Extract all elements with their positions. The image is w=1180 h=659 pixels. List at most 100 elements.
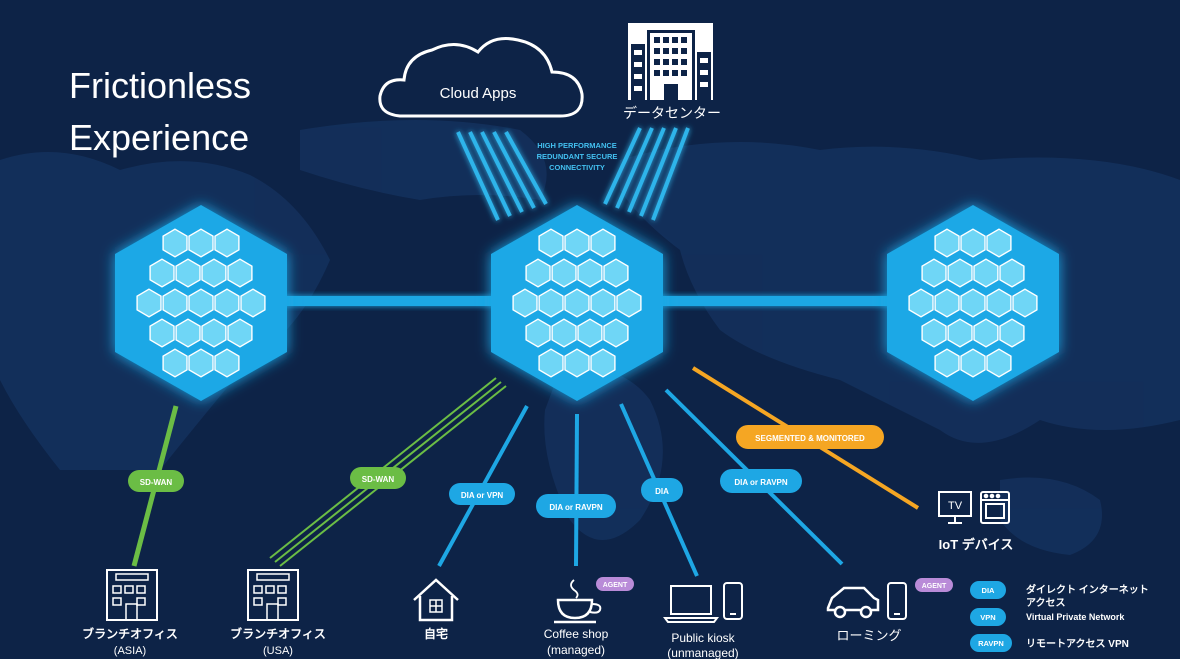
coffee-shop-label: Coffee shop xyxy=(544,627,609,641)
pill-segmented-label: SEGMENTED & MONITORED xyxy=(755,434,865,443)
agent-badge-coffee: AGENT xyxy=(596,577,634,591)
branch-asia-building-icon xyxy=(106,569,158,621)
legend-badge-ravpn: RAVPN xyxy=(978,639,1004,648)
legend-text-vpn: Virtual Private Network xyxy=(1026,612,1125,622)
hex-cell xyxy=(960,348,986,378)
hex-cell xyxy=(934,228,960,258)
hex-cell xyxy=(214,288,240,318)
pill-dia-ravpn-coffee-label: DIA or RAVPN xyxy=(549,503,603,512)
hex-cell xyxy=(973,258,999,288)
iot-label: IoT デバイス xyxy=(939,537,1014,552)
hex-cell xyxy=(175,258,201,288)
hex-cell xyxy=(934,348,960,378)
hex-cell xyxy=(512,288,538,318)
hexagon-node-center xyxy=(491,205,663,401)
hex-cell xyxy=(947,318,973,348)
hex-cells xyxy=(908,228,1038,378)
hex-cell xyxy=(188,228,214,258)
pill-dia-kiosk-label: DIA xyxy=(655,487,669,496)
legend: DIA ダイレクト インターネット アクセス VPN Virtual Priva… xyxy=(970,581,1149,652)
pill-segmented-monitored: SEGMENTED & MONITORED xyxy=(736,425,884,449)
smartphone-icon xyxy=(723,582,743,620)
hex-cell xyxy=(921,258,947,288)
title-line-2: Experience xyxy=(69,117,249,158)
hex-cells xyxy=(512,228,642,378)
hex-cell xyxy=(960,228,986,258)
cloud-apps-icon xyxy=(378,37,584,118)
pill-dia-kiosk: DIA xyxy=(641,478,683,502)
hex-cell xyxy=(188,288,214,318)
legend-text-dia-1: ダイレクト インターネット xyxy=(1026,583,1149,596)
home-icon xyxy=(413,578,459,622)
laptop-icon xyxy=(663,585,719,623)
hex-cell xyxy=(175,318,201,348)
hex-cell xyxy=(947,258,973,288)
public-kiosk-sublabel: (unmanaged) xyxy=(667,646,738,659)
branch-usa-label: ブランチオフィス xyxy=(230,626,326,641)
branch-asia-sublabel: (ASIA) xyxy=(114,645,146,657)
branch-asia-label: ブランチオフィス xyxy=(82,626,178,641)
hex-cell xyxy=(564,228,590,258)
hex-cell xyxy=(240,288,266,318)
legend-badge-vpn: VPN xyxy=(980,613,995,622)
backbone-links xyxy=(280,296,895,306)
legend-text-ravpn: リモートアクセス VPN xyxy=(1026,638,1129,650)
hex-cell xyxy=(960,288,986,318)
hex-cell xyxy=(214,348,240,378)
pill-sdwan-usa: SD-WAN xyxy=(350,467,406,489)
hex-cell xyxy=(986,348,1012,378)
hex-cell xyxy=(538,348,564,378)
hex-cells xyxy=(136,228,266,378)
public-kiosk-label: Public kiosk xyxy=(671,631,735,645)
hex-cell xyxy=(603,318,629,348)
connectivity-label-2: REDUNDANT SECURE xyxy=(537,152,618,161)
pill-dia-vpn-home: DIA or VPN xyxy=(449,483,515,505)
hexagon-node-right xyxy=(887,205,1059,401)
hex-cell xyxy=(538,288,564,318)
hex-cell xyxy=(564,348,590,378)
agent-badge-coffee-label: AGENT xyxy=(603,582,628,589)
hex-cell xyxy=(603,258,629,288)
hex-cell xyxy=(538,228,564,258)
hex-cell xyxy=(999,258,1025,288)
hex-cell xyxy=(525,258,551,288)
hex-cell xyxy=(999,318,1025,348)
hex-cell xyxy=(136,288,162,318)
hex-cell xyxy=(577,318,603,348)
hex-cell xyxy=(908,288,934,318)
hex-cell xyxy=(201,318,227,348)
hex-cell xyxy=(201,258,227,288)
branch-usa-sublabel: (USA) xyxy=(263,645,293,657)
coffee-cup-icon xyxy=(554,579,602,624)
hex-cell xyxy=(551,318,577,348)
pill-dia-ravpn-coffee: DIA or RAVPN xyxy=(536,494,616,518)
tv-icon-label: TV xyxy=(948,500,963,512)
connectivity-label-1: HIGH PERFORMANCE xyxy=(537,141,617,150)
legend-item-ravpn: RAVPN リモートアクセス VPN xyxy=(970,634,1129,652)
hex-cell xyxy=(162,348,188,378)
pill-sdwan-asia: SD-WAN xyxy=(128,470,184,492)
hex-cell xyxy=(162,228,188,258)
home-label: 自宅 xyxy=(424,626,448,641)
hex-cell xyxy=(188,348,214,378)
hex-cell xyxy=(986,228,1012,258)
datacenter-connectivity-lines xyxy=(603,127,690,221)
connectivity-label-3: CONNECTIVITY xyxy=(549,163,605,172)
legend-badge-dia: DIA xyxy=(982,586,996,595)
agent-badge-roaming: AGENT xyxy=(915,578,953,592)
legend-item-dia: DIA ダイレクト インターネット アクセス xyxy=(970,581,1149,609)
hex-cell xyxy=(921,318,947,348)
hex-cell xyxy=(214,228,240,258)
title-line-1: Frictionless xyxy=(69,65,251,106)
agent-badge-roaming-label: AGENT xyxy=(922,583,947,590)
legend-item-vpn: VPN Virtual Private Network xyxy=(970,608,1125,626)
cloud-connectivity-lines xyxy=(456,131,548,221)
hex-cell xyxy=(149,258,175,288)
legend-text-dia-2: アクセス xyxy=(1026,597,1066,609)
car-icon xyxy=(826,586,880,619)
hex-cell xyxy=(227,258,253,288)
datacenter-building-icon xyxy=(628,23,713,100)
cloud-apps-label: Cloud Apps xyxy=(440,85,517,102)
hex-cell xyxy=(973,318,999,348)
